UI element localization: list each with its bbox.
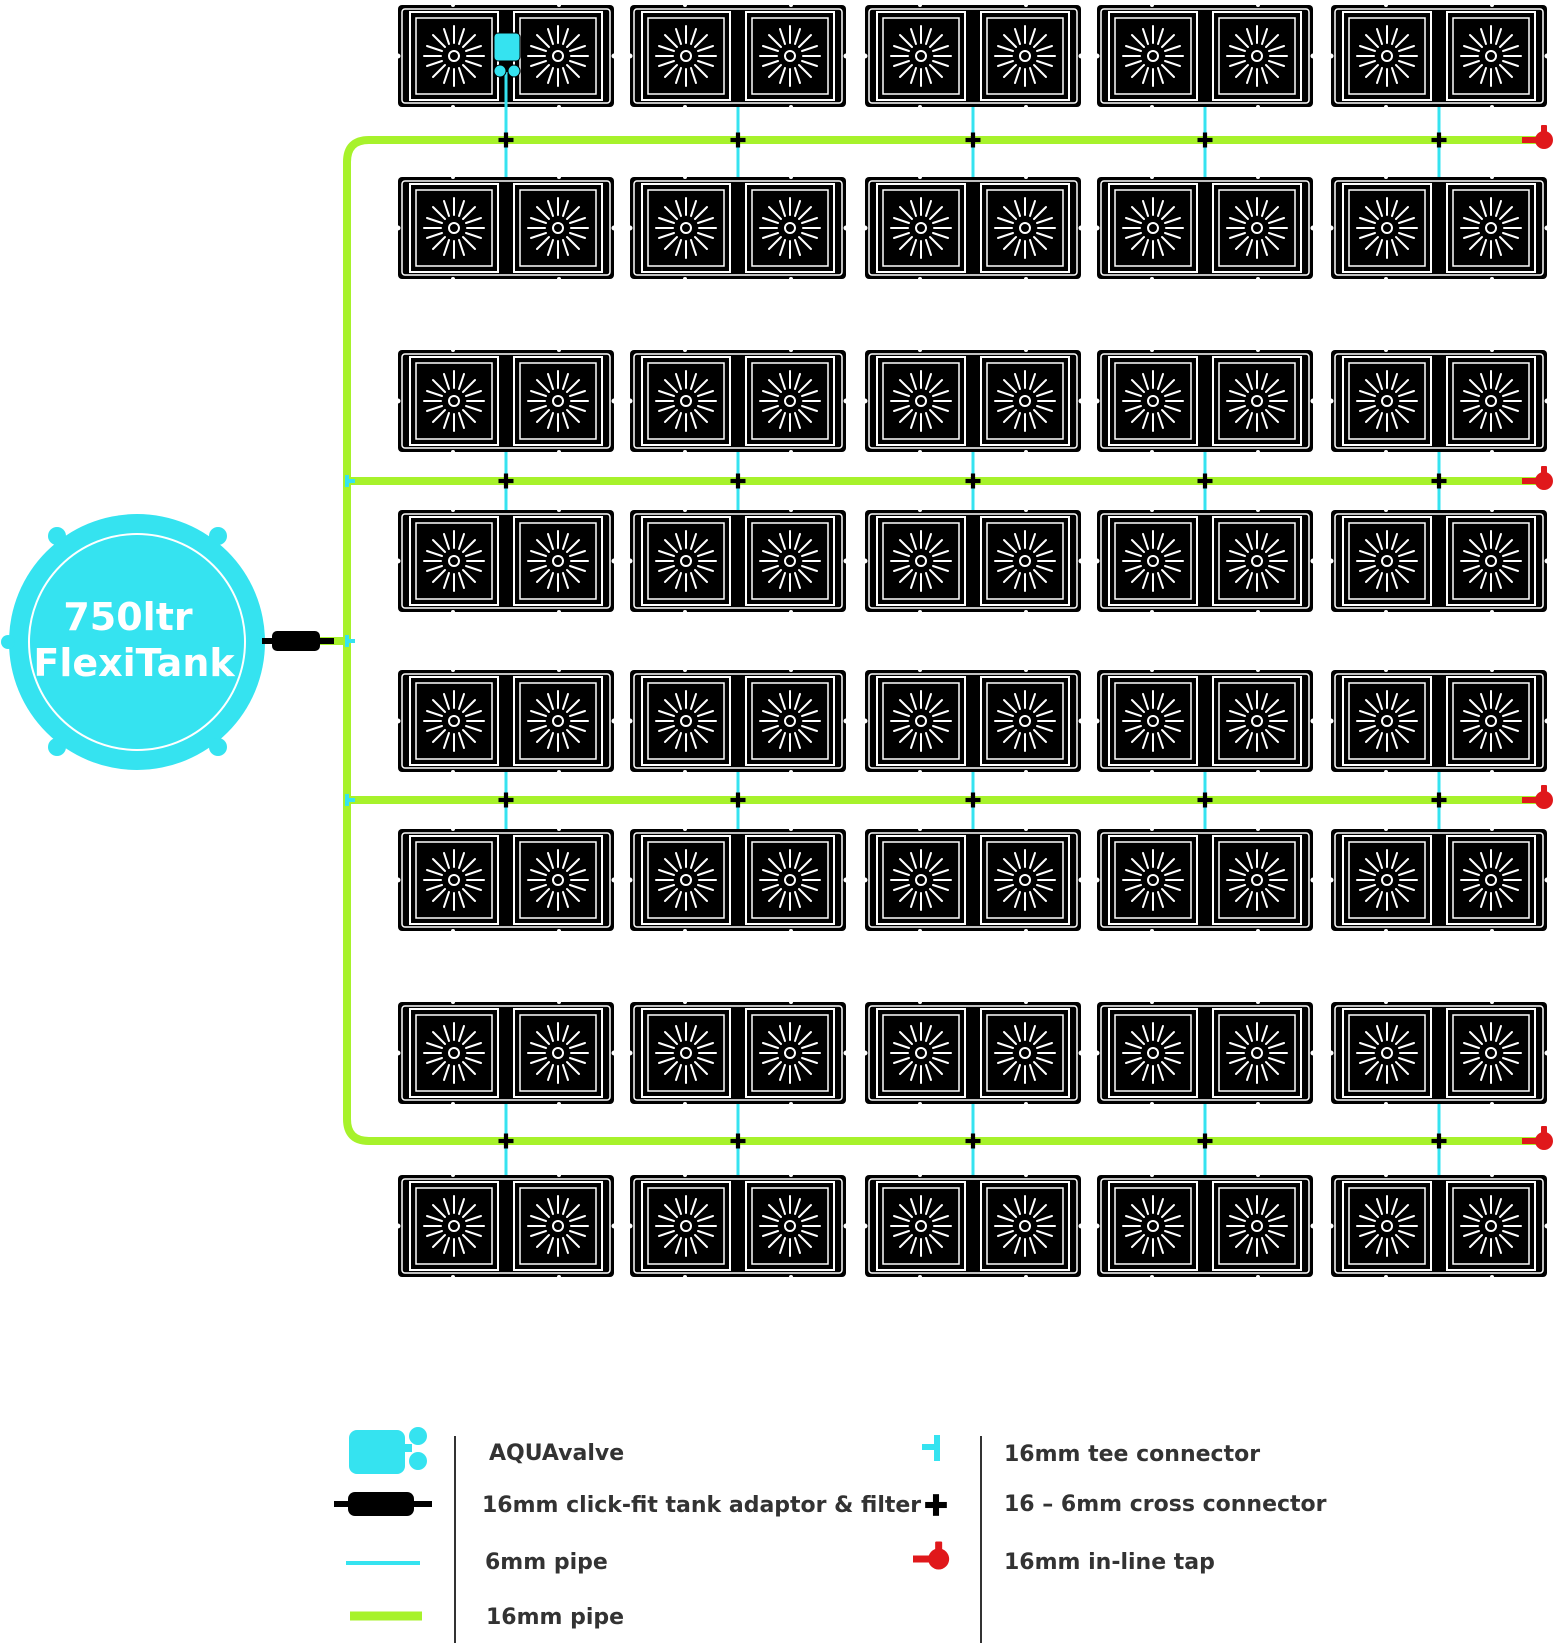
- pot-tray: [396, 668, 617, 774]
- pot-tray: [1329, 1000, 1550, 1106]
- cross-connector: [1431, 132, 1447, 148]
- pipes-16mm: [318, 136, 1540, 1145]
- pot-tray: [1095, 1173, 1316, 1279]
- pipe-16mm: [343, 136, 1540, 1145]
- inline-tap: [1522, 125, 1553, 149]
- pot-tray: [863, 3, 1084, 109]
- inline-tap: [1522, 466, 1553, 490]
- tank-adaptor-filter: [262, 631, 334, 651]
- tee-connector: [345, 794, 355, 806]
- pot-tray: [396, 348, 617, 454]
- cross-connector: [1431, 473, 1447, 489]
- pot-tray: [1329, 348, 1550, 454]
- cross-connector: [1431, 792, 1447, 808]
- pot-tray: [1095, 175, 1316, 281]
- legend-label-16mm-pipe: 16mm pipe: [486, 1605, 624, 1630]
- pot-tray: [1329, 508, 1550, 614]
- cross-connector: [965, 792, 981, 808]
- cross-connector-icon: [925, 1494, 947, 1516]
- pot-tray: [863, 668, 1084, 774]
- cross-connector: [1197, 1133, 1213, 1149]
- pot-tray: [628, 508, 849, 614]
- inline-tap: [1522, 1126, 1553, 1150]
- tank-label-line2: FlexiTank: [33, 641, 235, 685]
- pot-tray: [396, 1173, 617, 1279]
- flexitank: 750ltr FlexiTank: [1, 514, 265, 770]
- aquavalve-icon: [493, 32, 521, 78]
- pot-tray: [1329, 668, 1550, 774]
- pot-tray: [396, 175, 617, 281]
- pot-tray: [1329, 3, 1550, 109]
- cross-connector: [965, 132, 981, 148]
- cross-connector: [965, 473, 981, 489]
- cross-connector: [730, 1133, 746, 1149]
- inline-tap-icon: [913, 1541, 950, 1570]
- cross-connector: [965, 1133, 981, 1149]
- pot-tray: [863, 1173, 1084, 1279]
- pot-tray: [863, 175, 1084, 281]
- tank-label-line1: 750ltr: [63, 595, 193, 639]
- tee-connector-icon: [922, 1435, 940, 1461]
- cross-connector: [1431, 1133, 1447, 1149]
- tee-connector: [345, 475, 355, 487]
- pot-tray: [1095, 3, 1316, 109]
- pot-tray: [1329, 827, 1550, 933]
- cross-connector: [498, 473, 514, 489]
- pot-tray: [863, 1000, 1084, 1106]
- cross-connector: [498, 792, 514, 808]
- pot-tray: [628, 3, 849, 109]
- legend-label-tank-adaptor: 16mm click-fit tank adaptor & filter: [482, 1493, 921, 1518]
- cross-connector: [730, 132, 746, 148]
- pot-tray: [1095, 348, 1316, 454]
- cross-connector: [1197, 132, 1213, 148]
- pot-tray: [396, 1000, 617, 1106]
- pot-tray: [1095, 1000, 1316, 1106]
- pot-tray: [628, 827, 849, 933]
- tank-adaptor-filter-icon: [334, 1492, 432, 1516]
- pot-tray: [863, 508, 1084, 614]
- cross-connector: [730, 473, 746, 489]
- fittings: [345, 125, 1553, 1150]
- legend-label-tee-connector: 16mm tee connector: [1004, 1442, 1260, 1467]
- legend: AQUAvalve 16mm click-fit tank adaptor & …: [334, 1427, 1327, 1643]
- legend-label-aquavalve: AQUAvalve: [489, 1441, 624, 1466]
- pot-tray: [1095, 668, 1316, 774]
- cross-connector: [1197, 473, 1213, 489]
- pot-grid: [396, 3, 1550, 1279]
- aquavalve-icon: [349, 1427, 427, 1474]
- pot-tray: [863, 348, 1084, 454]
- cross-connector: [498, 1133, 514, 1149]
- cross-connector: [1197, 792, 1213, 808]
- pot-tray: [1095, 508, 1316, 614]
- legend-label-inline-tap: 16mm in-line tap: [1004, 1550, 1215, 1575]
- pot-tray: [863, 827, 1084, 933]
- pot-tray: [628, 668, 849, 774]
- pot-tray: [1329, 1173, 1550, 1279]
- pot-tray: [628, 1173, 849, 1279]
- pot-tray: [396, 508, 617, 614]
- pot-tray: [628, 1000, 849, 1106]
- legend-label-cross-connector: 16 – 6mm cross connector: [1004, 1492, 1327, 1517]
- legend-label-6mm-pipe: 6mm pipe: [485, 1550, 608, 1575]
- inline-tap: [1522, 785, 1553, 809]
- pot-tray: [396, 827, 617, 933]
- cross-connector: [730, 792, 746, 808]
- cross-connector: [498, 132, 514, 148]
- pot-tray: [1095, 827, 1316, 933]
- pot-tray: [628, 175, 849, 281]
- pot-tray: [628, 348, 849, 454]
- pot-tray: [1329, 175, 1550, 281]
- tee-connector: [345, 635, 355, 647]
